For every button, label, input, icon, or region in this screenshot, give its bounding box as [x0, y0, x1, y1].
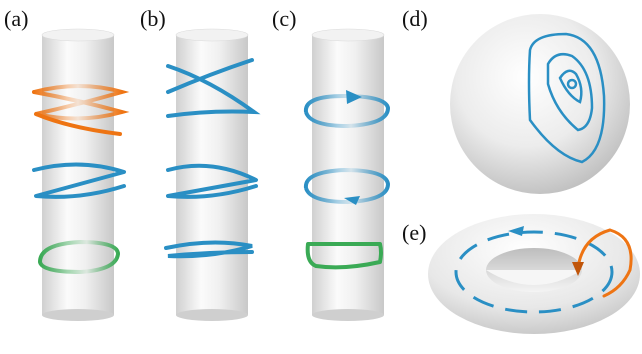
panel-b-label: (b) [140, 6, 166, 31]
panel-c: (c) [272, 6, 391, 321]
panel-b: (b) [140, 6, 261, 321]
cylinder-c [311, 28, 385, 321]
panel-c-label: (c) [272, 6, 296, 31]
panel-d: (d) [402, 6, 630, 194]
blue-helix-b-lower [164, 240, 254, 259]
cylinder-b [175, 28, 249, 321]
blue-helix-a [32, 162, 126, 199]
arrow-head-icon [572, 262, 584, 276]
panel-a: (a) [4, 6, 130, 321]
blue-spiral-core [566, 78, 578, 90]
orange-helix-tail [34, 112, 122, 136]
panel-e: (e) [402, 214, 640, 334]
panel-e-label: (e) [402, 220, 426, 245]
blue-dashed-loop [454, 230, 614, 314]
green-loop-a [37, 239, 121, 275]
blue-spiral-inner [558, 69, 583, 104]
blue-helix-b-middle [166, 163, 258, 199]
arrow-head-icon [508, 226, 524, 236]
panel-a-label: (a) [4, 6, 28, 31]
arrow-head-icon [344, 196, 360, 205]
green-loop-c [305, 242, 383, 270]
blue-arrow-loop-upper [303, 93, 391, 129]
blue-helix-b-upper [166, 58, 261, 118]
panel-d-label: (d) [402, 6, 428, 31]
blue-arrow-loop-lower [303, 167, 391, 205]
blue-spiral-middle [546, 53, 594, 132]
arrow-head-icon [346, 90, 362, 104]
cylinder-a [41, 28, 115, 321]
sphere [450, 14, 630, 194]
blue-spiral-outer [527, 32, 606, 164]
orange-arrow [576, 228, 633, 298]
